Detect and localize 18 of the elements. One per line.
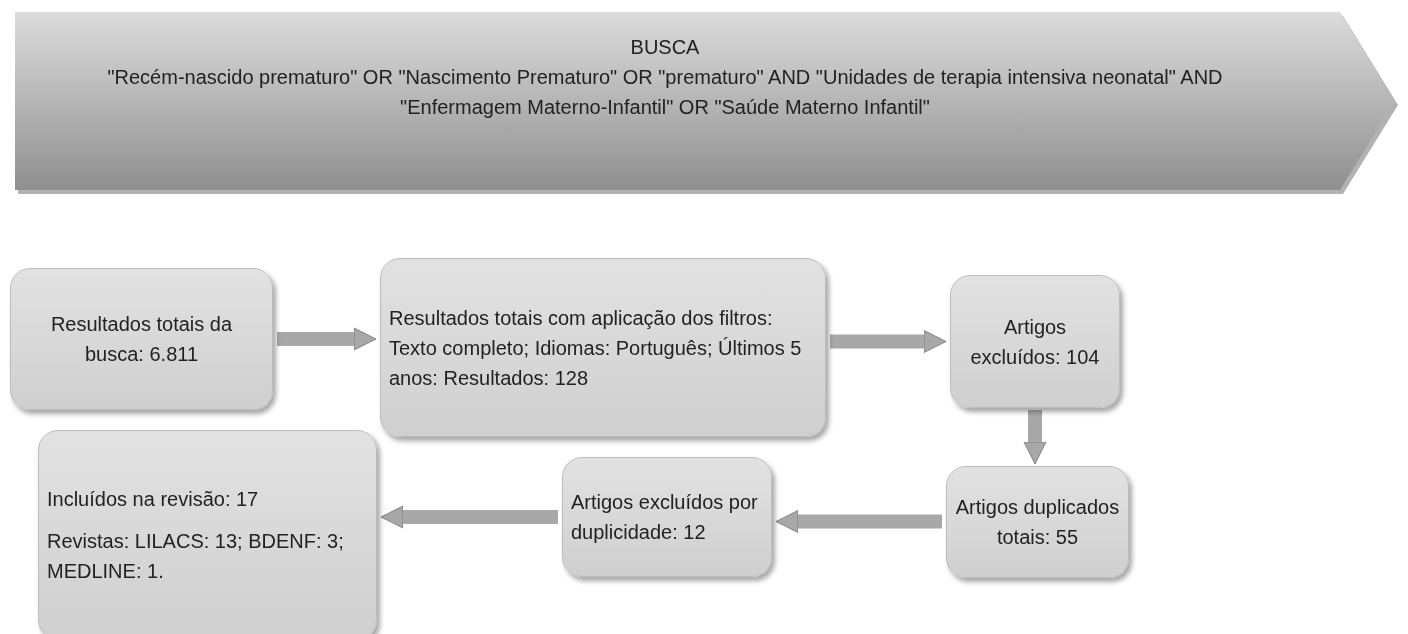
- block-arrow: [1023, 410, 1047, 465]
- box-text: Artigos excluídos: 104: [969, 314, 1101, 370]
- box-text: Artigos excluídos por duplicidade: 12: [571, 490, 759, 545]
- process-box: [38, 430, 377, 634]
- process-box: [380, 258, 826, 437]
- block-arrow: [830, 330, 947, 353]
- process-box: [950, 275, 1120, 408]
- block-arrow: [380, 505, 558, 529]
- box-text: Artigos duplicados totais: 55: [955, 495, 1120, 550]
- process-box: [10, 268, 273, 410]
- block-arrow: [277, 327, 377, 351]
- box-text: Resultados totais com aplicação dos filtros: Texto completo; Idiomas: Português; Últimos 5 anos: Resultados: 128: [389, 305, 803, 391]
- block-arrow: [775, 510, 942, 533]
- process-box: [946, 466, 1129, 578]
- process-box: [562, 457, 772, 577]
- box-text: Resultados totais da busca: 6.811: [49, 312, 234, 367]
- box-note: Revistas: LILACS: 13; BDENF: 3; MEDLINE: 1.: [47, 529, 345, 584]
- box-text: Incluídos na revisão: 17: [47, 487, 260, 512]
